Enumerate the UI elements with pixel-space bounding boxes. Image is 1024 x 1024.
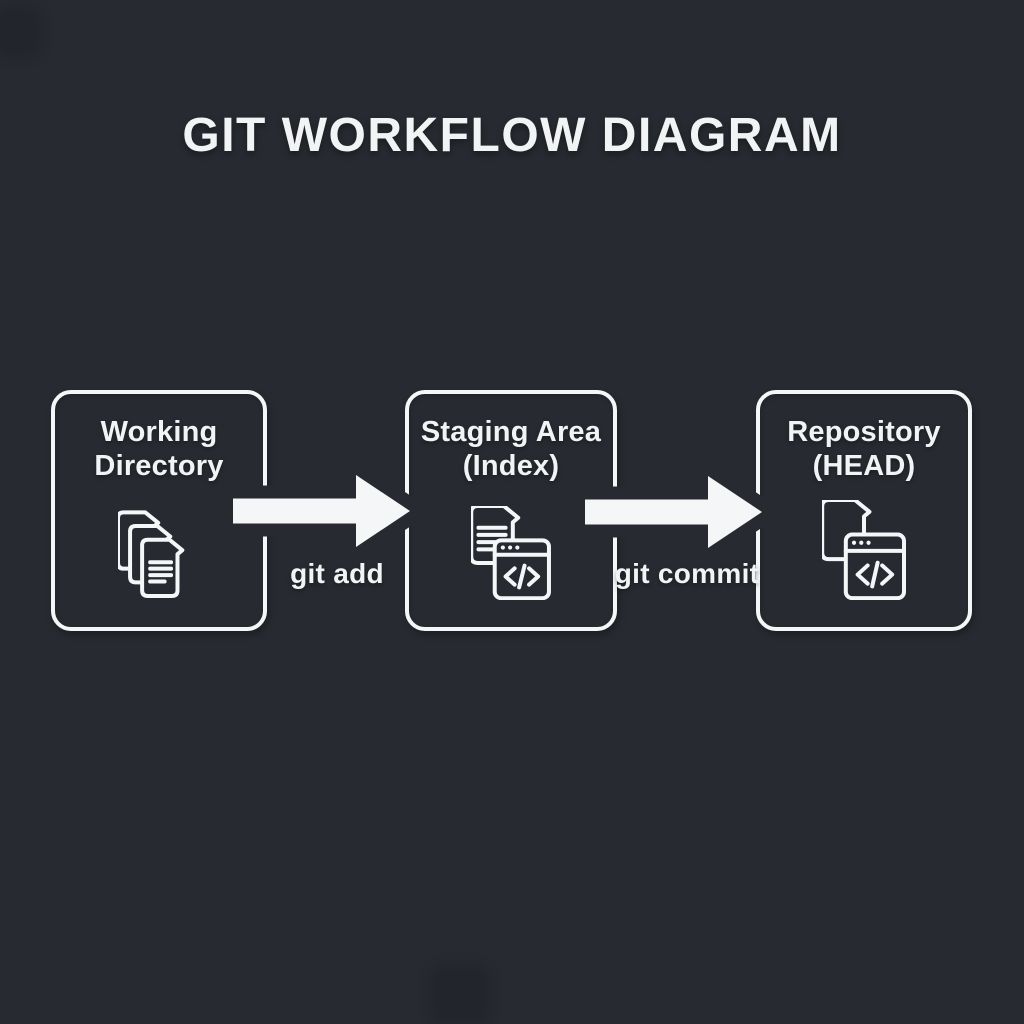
background-smudge [0,6,42,58]
background-smudge [430,965,490,1024]
node-repository: Repository (HEAD) [756,390,972,631]
node-title-line: Directory [94,450,224,483]
node-title-staging-area: Staging Area (Index) [409,415,613,483]
node-title-line: Staging Area [420,416,602,448]
node-title-line: Repository [787,416,941,448]
arrow-label-git-commit: git commit [614,558,760,589]
diagram-title: GIT WORKFLOW DIAGRAM [182,109,842,162]
node-title-working-directory: Working Directory [55,415,263,483]
node-staging-area: Staging Area (Index) [405,390,617,631]
document-code-window-icon [471,506,551,600]
node-title-line: (Index) [462,450,560,483]
documents-stack-icon [118,502,200,608]
document-code-window-icon [822,500,906,600]
node-working-directory: Working Directory [51,390,267,631]
code-window-icon [495,540,549,598]
node-title-line: (HEAD) [812,450,916,483]
code-window-icon [846,535,904,599]
node-title-repository: Repository (HEAD) [760,415,968,483]
node-title-line: Working [100,416,218,448]
arrow-label-git-add: git add [290,558,384,589]
